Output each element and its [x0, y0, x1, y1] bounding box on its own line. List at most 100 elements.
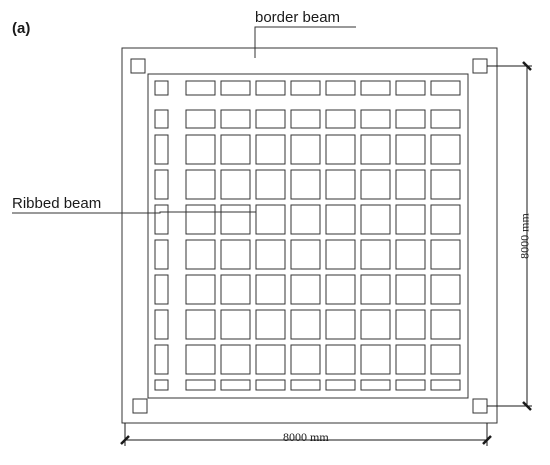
- outer-border-beam: [121, 47, 498, 424]
- coffer-cell: [154, 134, 169, 165]
- coffer-cell: [290, 274, 321, 305]
- coffer-cell: [220, 169, 251, 200]
- coffer-cell: [255, 309, 286, 340]
- coffer-cell: [360, 379, 391, 391]
- coffer-cell: [185, 379, 216, 391]
- coffer-cell: [290, 169, 321, 200]
- coffer-cell: [395, 80, 426, 96]
- coffer-cell: [185, 204, 216, 235]
- coffer-cell: [325, 134, 356, 165]
- ribbed-beam-label: Ribbed beam: [12, 195, 102, 212]
- coffer-cell: [185, 134, 216, 165]
- column-top-left: [130, 58, 146, 74]
- coffer-cell: [220, 239, 251, 270]
- coffer-cell: [360, 274, 391, 305]
- coffer-cell: [360, 109, 391, 129]
- coffer-cell: [395, 134, 426, 165]
- coffer-cell: [290, 239, 321, 270]
- coffer-cell: [185, 309, 216, 340]
- coffer-cell: [325, 344, 356, 375]
- coffer-cell: [255, 80, 286, 96]
- coffer-cell: [220, 344, 251, 375]
- ribbed-beam-leader: [12, 206, 257, 214]
- coffer-cell: [290, 134, 321, 165]
- coffer-cell: [395, 379, 426, 391]
- coffer-cell: [360, 239, 391, 270]
- coffer-cell: [255, 204, 286, 235]
- coffer-cell: [154, 109, 169, 129]
- coffer-cell: [185, 80, 216, 96]
- coffer-cell: [154, 80, 169, 96]
- coffer-cell: [395, 239, 426, 270]
- coffer-cell: [360, 169, 391, 200]
- coffer-cell: [154, 239, 169, 270]
- coffer-cell: [185, 239, 216, 270]
- coffer-grid: [154, 80, 461, 391]
- column-bottom-left: [132, 398, 148, 414]
- coffer-cell: [220, 204, 251, 235]
- coffer-cell: [220, 379, 251, 391]
- coffer-cell: [430, 204, 461, 235]
- coffer-cell: [290, 80, 321, 96]
- coffer-cell: [395, 344, 426, 375]
- coffer-cell: [290, 344, 321, 375]
- coffer-cell: [325, 169, 356, 200]
- coffer-cell: [360, 80, 391, 96]
- coffer-cell: [185, 274, 216, 305]
- coffer-cell: [430, 239, 461, 270]
- coffer-cell: [290, 309, 321, 340]
- column-top-right: [472, 58, 488, 74]
- coffer-cell: [154, 344, 169, 375]
- coffer-cell: [290, 204, 321, 235]
- coffer-cell: [325, 309, 356, 340]
- coffer-cell: [360, 344, 391, 375]
- coffer-cell: [395, 309, 426, 340]
- coffer-cell: [360, 309, 391, 340]
- coffer-cell: [255, 109, 286, 129]
- dimension-vertical-label: 8000 mm: [517, 213, 532, 259]
- coffer-cell: [325, 80, 356, 96]
- coffer-cell: [360, 204, 391, 235]
- coffer-cell: [290, 109, 321, 129]
- border-beam-label: border beam: [255, 9, 341, 26]
- coffer-cell: [430, 309, 461, 340]
- coffer-cell: [430, 169, 461, 200]
- coffer-cell: [255, 134, 286, 165]
- coffer-cell: [395, 169, 426, 200]
- coffer-cell: [154, 309, 169, 340]
- coffer-cell: [325, 274, 356, 305]
- coffer-cell: [255, 274, 286, 305]
- dimension-horizontal-label: 8000 mm: [283, 430, 329, 444]
- coffer-cell: [430, 344, 461, 375]
- coffer-cell: [220, 80, 251, 96]
- dimension-vertical: [487, 61, 532, 411]
- coffer-cell: [154, 204, 169, 235]
- coffer-cell: [430, 109, 461, 129]
- coffer-cell: [325, 204, 356, 235]
- coffer-cell: [255, 344, 286, 375]
- coffer-cell: [325, 379, 356, 391]
- inner-border-beam: [147, 73, 469, 399]
- coffer-cell: [220, 134, 251, 165]
- coffer-cell: [154, 379, 169, 391]
- coffer-cell: [154, 274, 169, 305]
- coffer-cell: [255, 379, 286, 391]
- coffer-cell: [325, 109, 356, 129]
- column-bottom-right: [472, 398, 488, 414]
- coffer-cell: [430, 274, 461, 305]
- coffer-cell: [220, 274, 251, 305]
- coffer-cell: [430, 379, 461, 391]
- coffer-cell: [220, 109, 251, 129]
- coffer-cell: [430, 80, 461, 96]
- coffer-cell: [395, 204, 426, 235]
- coffer-cell: [290, 379, 321, 391]
- coffer-cell: [185, 169, 216, 200]
- coffer-cell: [220, 309, 251, 340]
- panel-label: (a): [12, 20, 31, 37]
- coffer-cell: [360, 134, 391, 165]
- coffer-cell: [430, 134, 461, 165]
- coffer-cell: [185, 109, 216, 129]
- coffer-cell: [185, 344, 216, 375]
- coffer-cell: [154, 169, 169, 200]
